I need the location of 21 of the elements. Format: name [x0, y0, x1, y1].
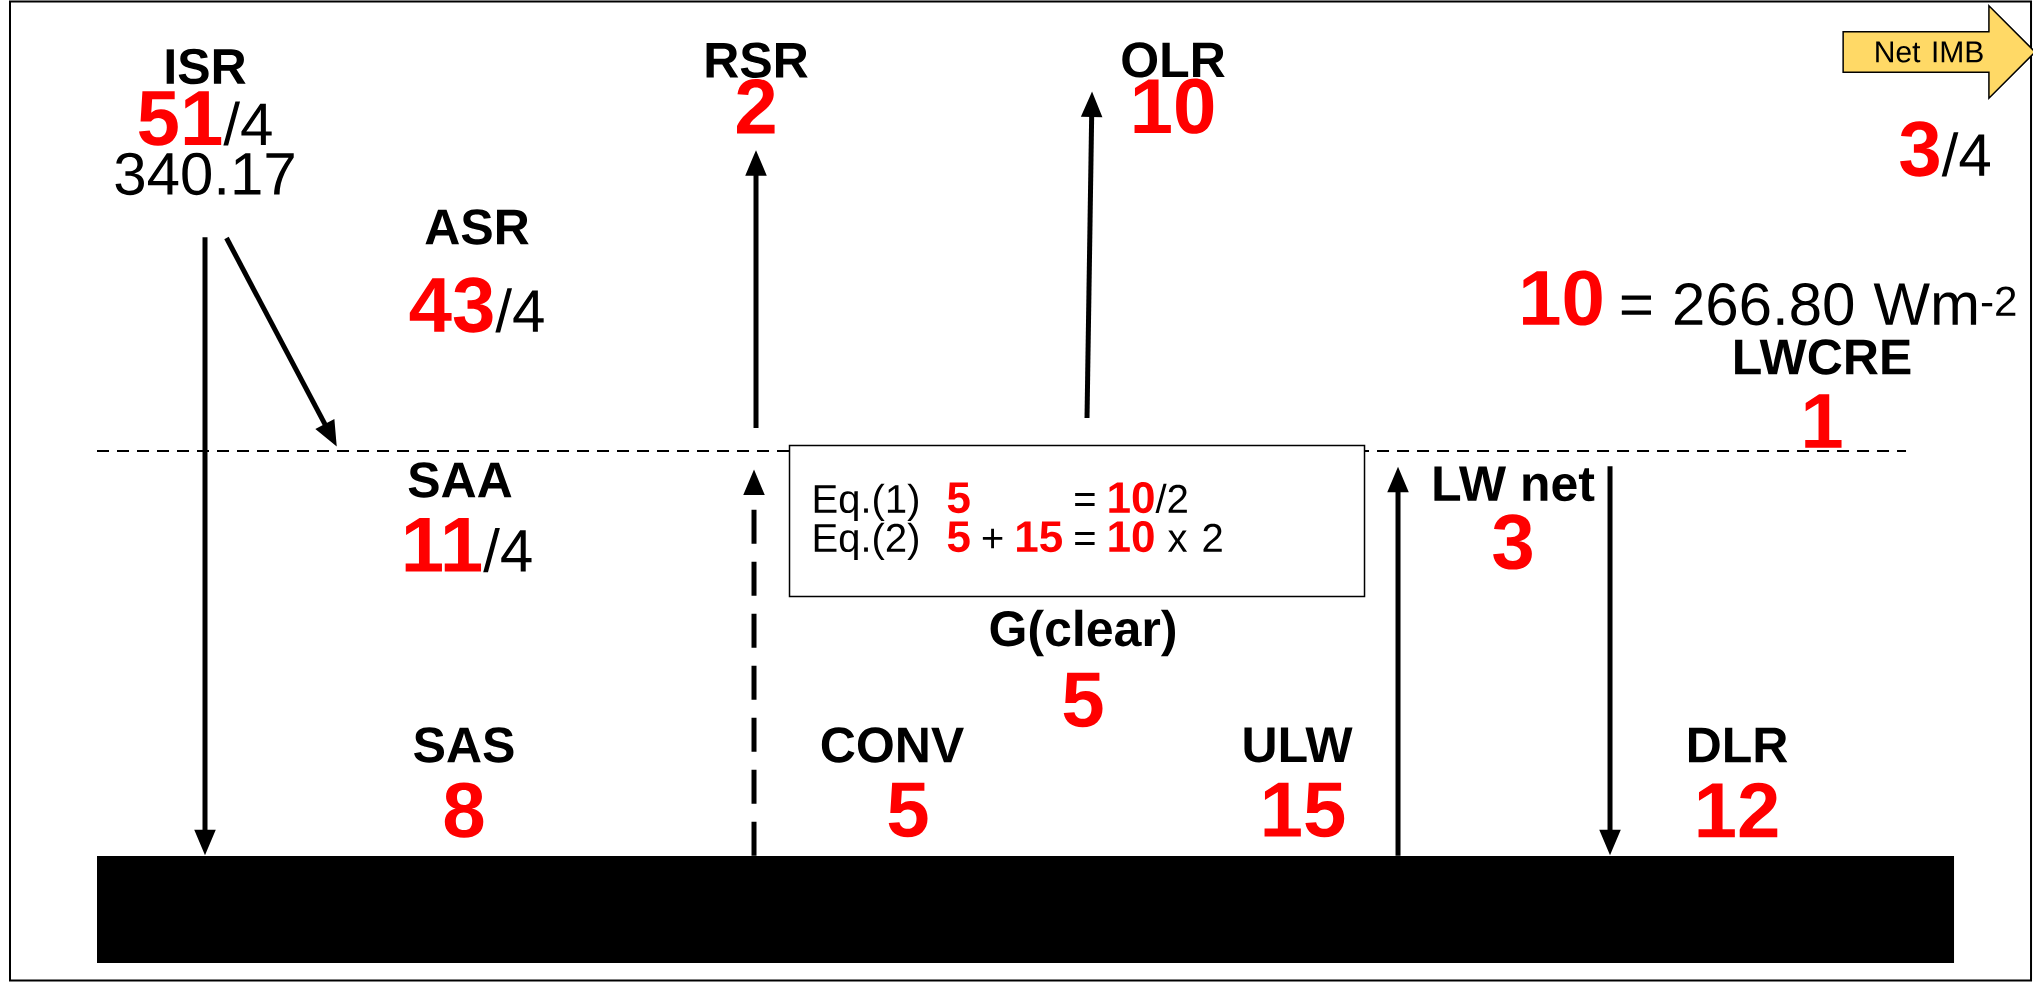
flux-value: 3/4 — [1900, 121, 1990, 177]
flux-value: 5 — [1063, 672, 1103, 728]
flux-label: SAA — [408, 462, 512, 498]
flux-value: 5 — [888, 782, 928, 838]
flux-label: OLR 10 — [1122, 42, 1225, 134]
flux-label: ASR — [425, 209, 529, 245]
flux-label: ULW — [1244, 727, 1353, 763]
flux-label: RSR 2 — [706, 42, 808, 134]
equation-box: Eq.(1) 5 = 10/2 Eq.(2) 5 + 15 = 10 x 2 — [788, 444, 1366, 598]
ground-bar — [97, 856, 1955, 963]
flux-label: CONV — [821, 727, 964, 763]
flux-label: SAS — [414, 727, 514, 763]
flux-value: 11/4 — [405, 517, 532, 573]
flux-label: LWCRE — [1735, 339, 1911, 375]
flux-value: 1 — [1805, 394, 1842, 448]
flux-label: LW net 3 — [1434, 466, 1595, 570]
flux-label: ISR 51/4 340.17 — [115, 48, 294, 196]
unit-note: 10 = 266.80 Wm$^{-2}$ — [1523, 270, 2016, 326]
flux-value: 15 — [1264, 782, 1345, 838]
flux-value: 43/4 — [409, 277, 544, 333]
flux-label: DLR — [1689, 727, 1788, 763]
